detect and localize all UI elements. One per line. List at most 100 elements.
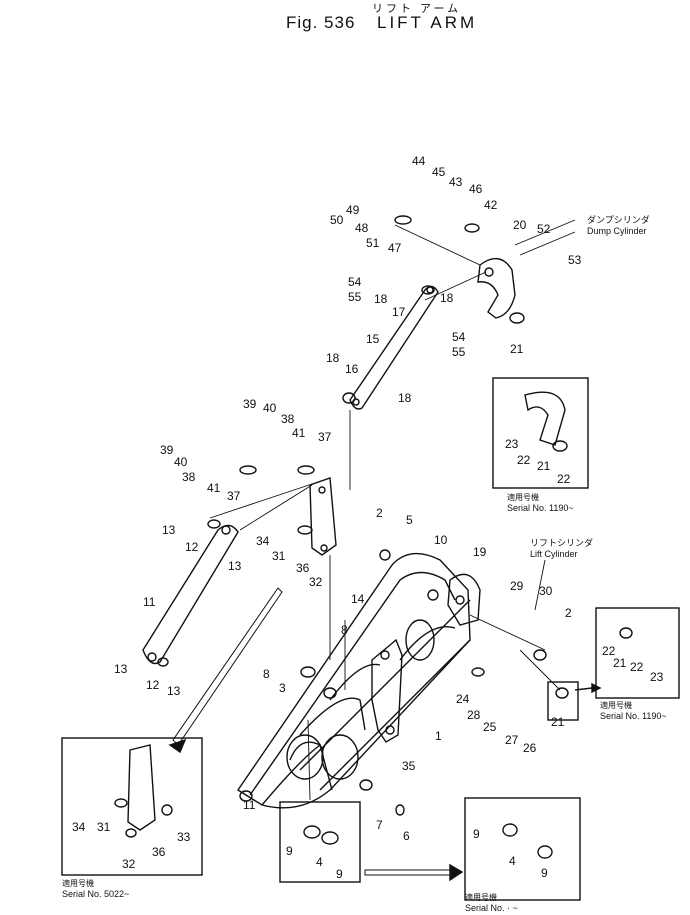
part-label: 22 bbox=[602, 644, 616, 658]
part-label: 18 bbox=[440, 291, 454, 305]
part-label: 34 bbox=[256, 534, 270, 548]
part-label: 40 bbox=[174, 455, 188, 469]
part-label: 47 bbox=[388, 241, 402, 255]
part-label: 4 bbox=[509, 854, 516, 868]
inset-box-21 bbox=[547, 681, 579, 721]
inset-serial-1190a: Serial No. 1190~ bbox=[507, 503, 574, 513]
part-label: 54 bbox=[452, 330, 466, 344]
inset-box-1190a bbox=[492, 377, 589, 489]
part-label: 18 bbox=[398, 391, 412, 405]
part-label: 9 bbox=[473, 827, 480, 841]
part-label: 49 bbox=[346, 203, 360, 217]
part-label: 2 bbox=[376, 506, 383, 520]
part-label: 54 bbox=[348, 275, 362, 289]
part-label: 55 bbox=[452, 345, 466, 359]
lift-cylinder-jp-label: リフトシリンダ bbox=[530, 538, 594, 548]
part-label: 27 bbox=[505, 733, 519, 747]
part-label: 18 bbox=[326, 351, 340, 365]
part-label: 42 bbox=[484, 198, 498, 212]
part-label: 51 bbox=[366, 236, 380, 250]
part-label: 13 bbox=[162, 523, 176, 537]
header-jp-title: リフト アーム bbox=[372, 3, 462, 15]
part-label: 39 bbox=[243, 397, 257, 411]
part-label: 43 bbox=[449, 175, 463, 189]
inset-applicable-label: 適用号機 bbox=[465, 893, 497, 902]
part-label: 11 bbox=[243, 798, 256, 812]
inset-applicable-label: 適用号機 bbox=[600, 701, 632, 710]
lift-arm-crosstubes bbox=[286, 619, 435, 780]
part-label: 41 bbox=[207, 481, 221, 495]
part-label: 15 bbox=[366, 332, 380, 346]
part-label: 5 bbox=[406, 513, 413, 527]
part-label: 13 bbox=[167, 684, 181, 698]
part-label: 21 bbox=[551, 715, 565, 729]
inset-applicable-label: 適用号機 bbox=[507, 493, 539, 502]
part-label: 3 bbox=[279, 681, 286, 695]
part-label: 39 bbox=[160, 443, 174, 457]
dump-cylinder-label: Dump Cylinder bbox=[587, 226, 647, 236]
part-label: 38 bbox=[182, 470, 196, 484]
part-label: 8 bbox=[341, 623, 348, 637]
part-label: 21 bbox=[613, 656, 627, 670]
part-label: 34 bbox=[72, 820, 86, 834]
part-label: 37 bbox=[318, 430, 332, 444]
inset-box-1190b bbox=[595, 607, 680, 699]
elbow-part bbox=[524, 391, 566, 446]
inset-box-pins bbox=[279, 801, 361, 883]
part-label: 17 bbox=[392, 305, 406, 319]
link-arm-11 bbox=[142, 524, 239, 665]
leader-lines bbox=[209, 219, 576, 801]
part-label: 13 bbox=[114, 662, 128, 676]
part-label: 24 bbox=[456, 692, 470, 706]
part-label: 23 bbox=[505, 437, 519, 451]
part-number-labels: 44 45 43 4 6 42 49 50 4 8 51 47 20 52 5 3 5… bbox=[72, 154, 664, 881]
part-label: 20 bbox=[513, 218, 527, 232]
inset-serial-1190b: Serial No. 1190~ bbox=[600, 711, 667, 721]
part-label: 32 bbox=[122, 857, 136, 871]
figure-title: LIFT ARM bbox=[377, 13, 478, 32]
part-label: 41 bbox=[292, 426, 306, 440]
part-label: 10 bbox=[434, 533, 448, 547]
inset-applicable-label: 適用号機 bbox=[62, 879, 94, 888]
arrow-to-inset-5022 bbox=[168, 587, 283, 754]
part-label: 28 bbox=[467, 708, 481, 722]
part-label: 36 bbox=[152, 845, 166, 859]
part-label: 38 bbox=[281, 412, 295, 426]
bell-crank bbox=[371, 638, 403, 743]
part-label: 2 bbox=[565, 606, 572, 620]
part-label: 13 bbox=[228, 559, 242, 573]
dump-cylinder-jp-label: ダンプシリンダ bbox=[587, 215, 650, 225]
part-label: 36 bbox=[296, 561, 310, 575]
inset-box-blank bbox=[464, 797, 581, 901]
part-label: 22 bbox=[630, 660, 644, 674]
part-label: 31 bbox=[272, 549, 286, 563]
part-label: 55 bbox=[348, 290, 362, 304]
part-label: 22 bbox=[517, 453, 531, 467]
bracket-20 bbox=[477, 257, 516, 319]
part-label: 35 bbox=[402, 759, 416, 773]
part-label: 21 bbox=[537, 459, 551, 473]
part-label: 7 bbox=[376, 818, 383, 832]
part-label: 50 bbox=[330, 213, 344, 227]
part-label: 25 bbox=[483, 720, 497, 734]
part-label: 44 bbox=[412, 154, 426, 168]
part-label: 32 bbox=[309, 575, 323, 589]
figure-number: Fig. 536 bbox=[286, 13, 356, 32]
part-label: 22 bbox=[557, 472, 571, 486]
part-label: 16 bbox=[345, 362, 359, 376]
part-label: 9 bbox=[541, 866, 548, 880]
part-label: 6 bbox=[403, 829, 410, 843]
part-label: 4 bbox=[316, 855, 323, 869]
arrow-to-inset-blank bbox=[364, 863, 464, 882]
part-label: 9 bbox=[336, 867, 343, 881]
inset-box-5022 bbox=[61, 737, 203, 876]
part-label: 18 bbox=[374, 292, 388, 306]
part-label: 8 bbox=[263, 667, 270, 681]
small-parts bbox=[114, 215, 633, 859]
part-label: 45 bbox=[432, 165, 446, 179]
inset-plate-36 bbox=[127, 744, 156, 831]
inset-serial-blank: Serial No. · ~ bbox=[465, 903, 518, 913]
part-label: 19 bbox=[473, 545, 487, 559]
part-label: 52 bbox=[537, 222, 551, 236]
